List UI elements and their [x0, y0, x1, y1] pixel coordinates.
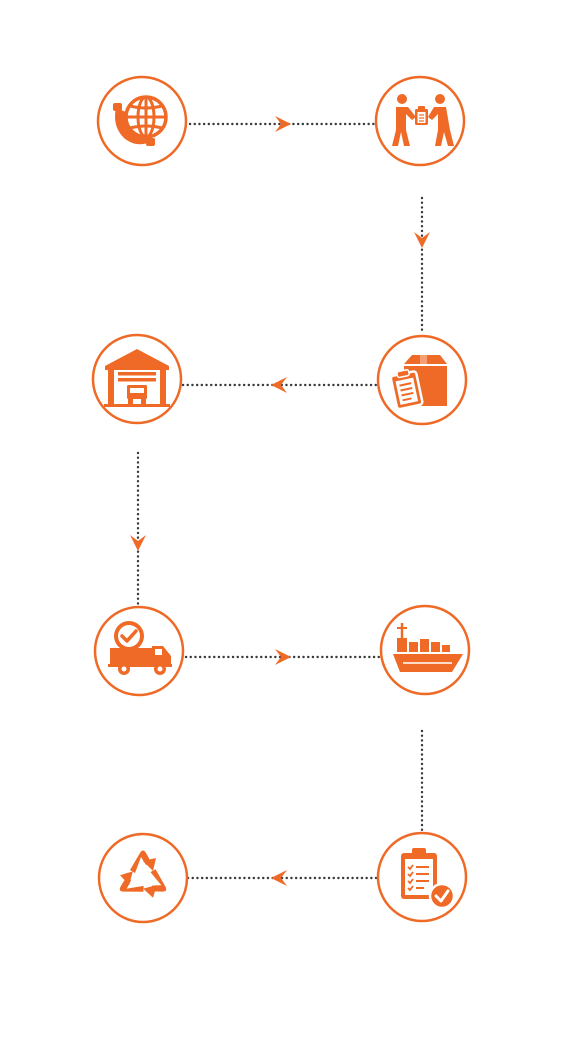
step-1-ring — [96, 75, 188, 167]
arrow-right-icon — [275, 649, 291, 665]
connector-2-3 — [414, 196, 430, 336]
connector-1-2 — [188, 116, 376, 132]
step-8-ring — [97, 832, 189, 924]
connector-5-6 — [184, 649, 383, 665]
handshake-deal-icon — [392, 94, 454, 146]
cargo-ship-icon — [393, 623, 463, 672]
arrow-left-icon — [271, 870, 287, 886]
step-2 — [374, 75, 466, 167]
delivery-truck-check-icon — [108, 621, 172, 675]
arrow-down-icon — [130, 535, 146, 551]
clipboard-check-icon — [401, 848, 456, 910]
step-6 — [379, 604, 471, 696]
connector-7-8 — [186, 870, 378, 886]
arrow-left-icon — [271, 377, 287, 393]
phone-globe-icon — [113, 95, 168, 146]
step-7 — [376, 831, 468, 923]
package-checklist-icon — [389, 355, 447, 411]
step-3 — [376, 334, 468, 426]
step-5 — [93, 605, 185, 697]
connectors — [130, 116, 430, 886]
step-4 — [91, 333, 183, 425]
step-1 — [96, 75, 188, 167]
connector-3-4 — [181, 377, 378, 393]
connector-4-5 — [130, 451, 146, 608]
arrow-down-icon — [414, 232, 430, 248]
step-8 — [97, 832, 189, 924]
recycle-icon — [113, 850, 173, 902]
arrow-right-icon — [275, 116, 291, 132]
warehouse-truck-icon — [104, 349, 170, 407]
